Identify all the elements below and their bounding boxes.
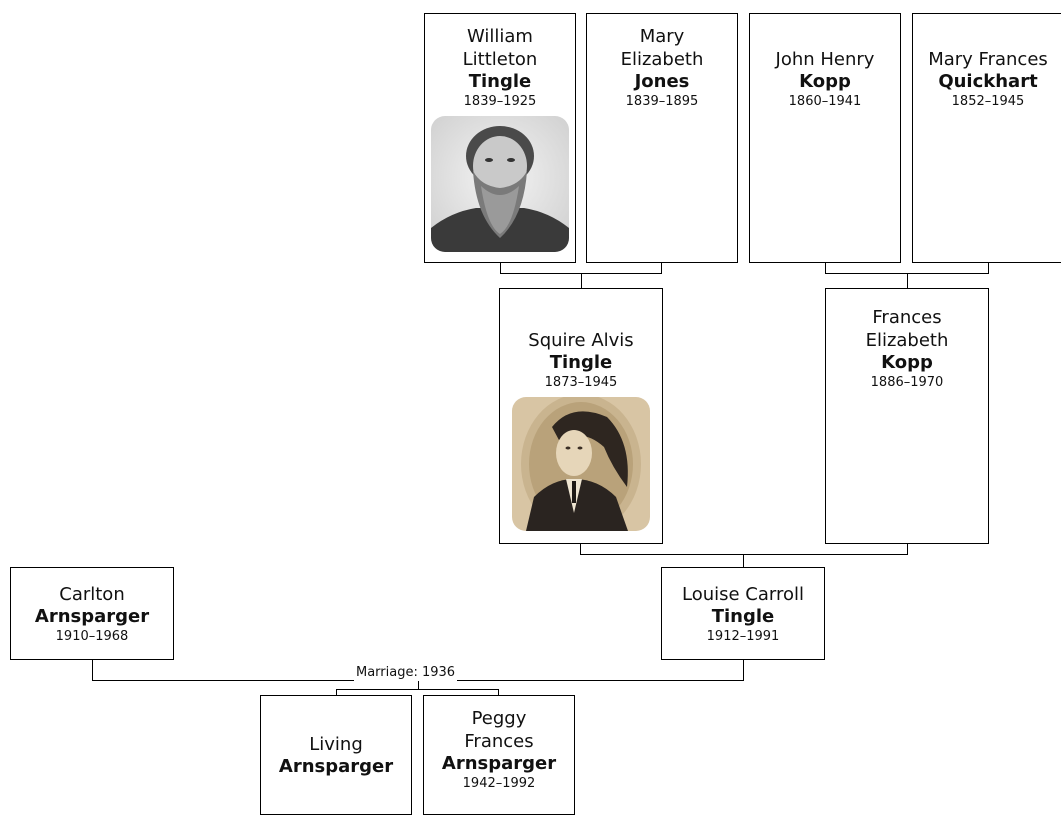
connector-line [988, 262, 989, 274]
portrait-photo [431, 116, 569, 252]
connector-line [580, 543, 581, 555]
life-years: 1860–1941 [788, 94, 862, 109]
given-name: Peggy [471, 708, 527, 729]
person-card-carlton-arnsparger[interactable]: Carlton Arnsparger 1910–1968 [10, 567, 174, 660]
surname: Arnsparger [34, 606, 150, 627]
person-card-william-tingle[interactable]: William Littleton Tingle 1839–1925 [424, 13, 576, 263]
connector-line [580, 554, 908, 555]
given-name: Elizabeth [865, 330, 949, 351]
person-card-living-arnsparger[interactable]: Living Arnsparger [260, 695, 412, 815]
given-name: Frances [464, 731, 534, 752]
given-name: Carlton [59, 584, 125, 605]
connector-line [500, 262, 501, 274]
life-years: 1852–1945 [951, 94, 1025, 109]
connector-line [498, 689, 499, 696]
connector-line [336, 689, 337, 696]
person-card-frances-kopp[interactable]: Frances Elizabeth Kopp 1886–1970 [825, 288, 989, 544]
surname: Kopp [881, 352, 933, 373]
connector-line [743, 659, 744, 681]
connector-line [907, 273, 908, 289]
surname: Arnsparger [441, 753, 557, 774]
life-years: 1839–1925 [463, 94, 537, 109]
connector-line [418, 680, 419, 690]
surname: Tingle [711, 606, 775, 627]
given-name: Elizabeth [620, 49, 704, 70]
connector-line [661, 262, 662, 274]
person-card-john-kopp[interactable]: John Henry Kopp 1860–1941 [749, 13, 901, 263]
life-years: 1839–1895 [625, 94, 699, 109]
surname: Kopp [799, 71, 851, 92]
given-name: Squire Alvis [528, 330, 634, 351]
connector-line [825, 262, 826, 274]
person-card-louise-tingle[interactable]: Louise Carroll Tingle 1912–1991 [661, 567, 825, 660]
life-years: 1910–1968 [55, 629, 129, 644]
given-name: John Henry [775, 49, 875, 70]
surname: Tingle [549, 352, 613, 373]
marriage-label: Marriage: 1936 [354, 665, 458, 681]
connector-line [581, 273, 582, 289]
person-card-mary-jones[interactable]: Mary Elizabeth Jones 1839–1895 [586, 13, 738, 263]
surname: Tingle [468, 71, 532, 92]
person-card-mary-quickhart[interactable]: Mary Frances Quickhart 1852–1945 [912, 13, 1061, 263]
life-years: 1873–1945 [544, 375, 618, 390]
connector-line [743, 554, 744, 568]
person-card-squire-tingle[interactable]: Squire Alvis Tingle 1873–1945 [499, 288, 663, 544]
given-name: Louise Carroll [681, 584, 804, 605]
person-card-peggy-arnsparger[interactable]: Peggy Frances Arnsparger 1942–1992 [423, 695, 575, 815]
surname: Jones [634, 71, 690, 92]
surname: Arnsparger [278, 756, 394, 777]
connector-line [92, 659, 93, 681]
life-years: 1912–1991 [706, 629, 780, 644]
life-years: 1942–1992 [462, 776, 536, 791]
given-name: Living [309, 734, 363, 755]
surname: Quickhart [938, 71, 1038, 92]
given-name: Frances [872, 307, 942, 328]
given-name: Littleton [462, 49, 538, 70]
given-name: Mary Frances [928, 49, 1048, 70]
life-years: 1886–1970 [870, 375, 944, 390]
connector-line [336, 689, 499, 690]
given-name: Mary [639, 26, 685, 47]
connector-line [907, 543, 908, 555]
portrait-photo [512, 397, 650, 531]
given-name: William [467, 26, 533, 47]
